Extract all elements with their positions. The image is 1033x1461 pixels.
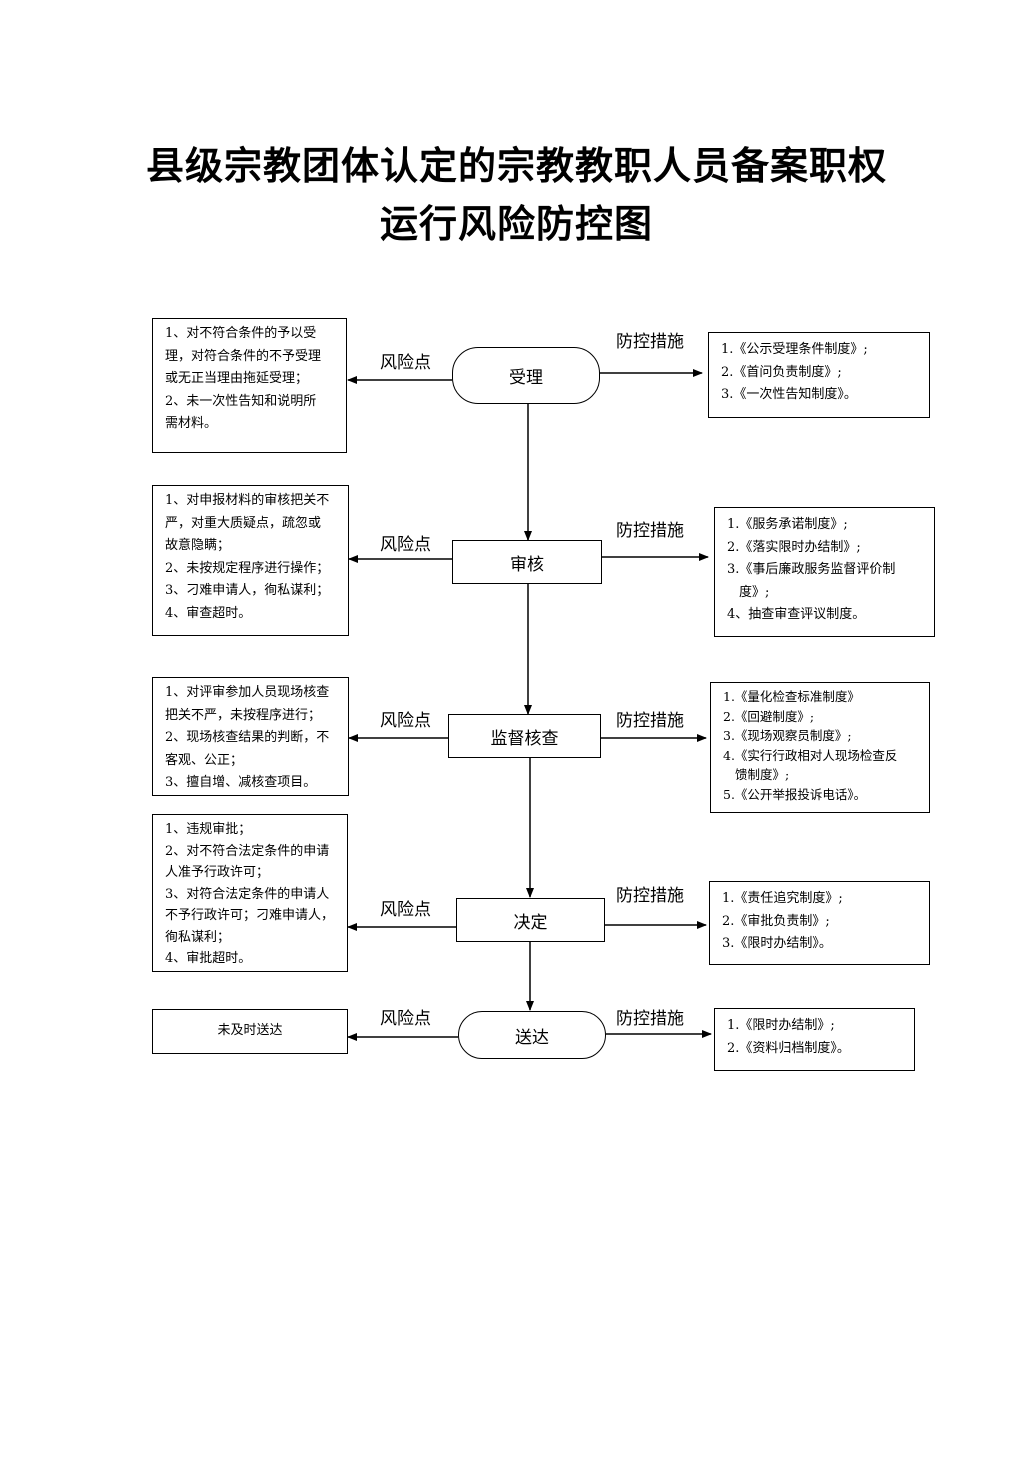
control-line: 2.《资料归档制度》。 xyxy=(727,1040,850,1056)
control-line: 1.《责任追究制度》; xyxy=(722,891,843,906)
risk-line: 未及时送达 xyxy=(217,1023,283,1039)
risk-line: 1、对申报材料的审核把关不 xyxy=(165,493,330,508)
control-line: 度》; xyxy=(739,584,770,600)
control-label-deliver: 防控措施 xyxy=(616,1009,684,1029)
page-title-line-2: 运行风险防控图 xyxy=(379,201,653,246)
control-box-deliver: 1.《限时办结制》; 2.《资料归档制度》。 xyxy=(714,1008,915,1071)
control-line: 3.《事后廉政服务监督评价制 xyxy=(727,562,896,577)
risk-label-inspect: 风险点 xyxy=(380,711,431,731)
risk-line: 人准予行政许可； xyxy=(165,865,270,880)
risk-line: 徇私谋利； xyxy=(165,929,231,945)
control-line: 3.《现场观察员制度》; xyxy=(723,728,852,743)
step-decide: 决定 xyxy=(456,898,605,942)
risk-line: 2、对不符合法定条件的申请 xyxy=(165,843,330,859)
risk-line: 故意隐瞒； xyxy=(165,538,231,553)
control-label-review: 防控措施 xyxy=(616,521,684,541)
control-line: 2.《审批负责制》; xyxy=(722,913,830,929)
risk-line: 1、对不符合条件的予以受 xyxy=(165,326,317,341)
risk-line: 2、未按规定程序进行操作； xyxy=(165,560,330,576)
control-box-decide: 1.《责任追究制度》; 2.《审批负责制》; 3.《限时办结制》。 xyxy=(709,881,930,965)
step-deliver: 送达 xyxy=(458,1011,606,1059)
risk-box-deliver: 未及时送达 xyxy=(152,1009,348,1054)
control-line: 1.《服务承诺制度》; xyxy=(727,517,848,532)
risk-line: 客观、公正； xyxy=(165,752,244,768)
control-line: 1.《量化检查标准制度》 xyxy=(723,689,860,704)
risk-line: 不予行政许可；刁难申请人， xyxy=(165,908,335,923)
step-accept: 受理 xyxy=(452,347,600,404)
control-line: 3.《限时办结制》。 xyxy=(722,936,832,951)
risk-box-accept: 1、对不符合条件的予以受 理，对符合条件的不予受理 或无正当理由拖延受理； 2、… xyxy=(152,318,347,453)
risk-line: 2、未一次性告知和说明所 xyxy=(165,393,317,409)
risk-line: 2、现场核查结果的判断，不 xyxy=(165,730,330,745)
risk-label-review: 风险点 xyxy=(380,535,431,555)
step-review: 审核 xyxy=(452,540,602,584)
control-line: 2.《首问负责制度》; xyxy=(721,364,842,380)
control-label-inspect: 防控措施 xyxy=(616,711,684,731)
control-line: 2.《回避制度》; xyxy=(723,708,815,724)
risk-line: 3、擅自增、减核查项目。 xyxy=(165,775,317,790)
control-line: 5.《公开举报投诉电话》。 xyxy=(723,786,867,802)
control-line: 4、抽查审查评议制度。 xyxy=(727,607,866,622)
risk-line: 1、违规审批； xyxy=(165,822,252,837)
risk-label-deliver: 风险点 xyxy=(380,1009,431,1029)
risk-line: 3、对符合法定条件的申请人 xyxy=(165,886,330,902)
risk-line: 需材料。 xyxy=(165,416,218,431)
control-line: 3.《一次性告知制度》。 xyxy=(721,387,857,402)
risk-label-accept: 风险点 xyxy=(380,353,431,373)
control-line: 4.《实行行政相对人现场检查反 xyxy=(723,747,898,763)
control-box-accept: 1.《公示受理条件制度》; 2.《首问负责制度》; 3.《一次性告知制度》。 xyxy=(708,332,930,418)
risk-box-review: 1、对申报材料的审核把关不 严，对重大质疑点，疏忽或 故意隐瞒； 2、未按规定程… xyxy=(152,485,349,636)
risk-line: 严，对重大质疑点，疏忽或 xyxy=(165,515,322,531)
risk-box-decide: 1、违规审批； 2、对不符合法定条件的申请 人准予行政许可； 3、对符合法定条件… xyxy=(152,814,348,972)
control-label-decide: 防控措施 xyxy=(616,886,684,906)
risk-line: 1、对评审参加人员现场核查 xyxy=(165,685,330,700)
risk-line: 或无正当理由拖延受理； xyxy=(165,371,309,386)
control-line: 馈制度》; xyxy=(735,767,790,782)
control-line: 1.《限时办结制》; xyxy=(727,1018,835,1033)
page-title-line-1: 县级宗教团体认定的宗教教职人员备案职权 xyxy=(145,143,887,188)
risk-line: 理，对符合条件的不予受理 xyxy=(165,348,322,364)
risk-box-inspect: 1、对评审参加人员现场核查 把关不严，未按程序进行； 2、现场核查结果的判断，不… xyxy=(152,677,349,796)
control-label-accept: 防控措施 xyxy=(616,332,684,352)
risk-line: 把关不严，未按程序进行； xyxy=(165,707,322,723)
risk-label-decide: 风险点 xyxy=(380,900,431,920)
risk-line: 4、审批超时。 xyxy=(165,951,252,966)
risk-line: 3、刁难申请人，徇私谋利； xyxy=(165,583,330,598)
control-box-inspect: 1.《量化检查标准制度》 2.《回避制度》; 3.《现场观察员制度》; 4.《实… xyxy=(710,682,930,813)
control-line: 1.《公示受理条件制度》; xyxy=(721,342,868,357)
risk-line: 4、审查超时。 xyxy=(165,605,252,621)
step-inspect: 监督核查 xyxy=(448,714,601,758)
control-line: 2.《落实限时办结制》; xyxy=(727,539,861,555)
control-box-review: 1.《服务承诺制度》; 2.《落实限时办结制》; 3.《事后廉政服务监督评价制 … xyxy=(714,507,935,637)
